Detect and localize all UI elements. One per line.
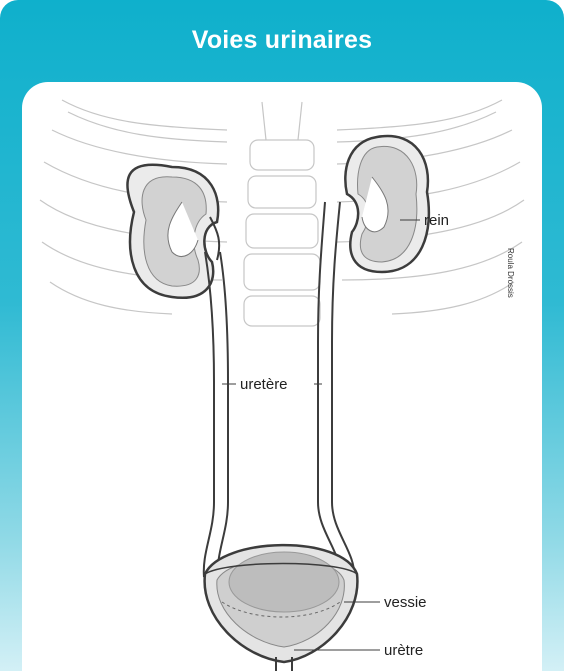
right-kidney bbox=[345, 136, 429, 272]
page-title: Voies urinaires bbox=[0, 26, 564, 55]
label-bladder: vessie bbox=[384, 594, 427, 611]
spine bbox=[244, 102, 320, 326]
urinary-tract-diagram: rein uretère vessie urètre Roula Drossis bbox=[22, 82, 542, 671]
left-kidney bbox=[127, 165, 219, 298]
bladder bbox=[205, 545, 358, 662]
rib-cage bbox=[40, 100, 524, 314]
artist-credit: Roula Drossis bbox=[506, 248, 515, 298]
diagram-panel: rein uretère vessie urètre Roula Drossis bbox=[22, 82, 542, 671]
label-ureter: uretère bbox=[240, 376, 288, 393]
label-kidney: rein bbox=[424, 212, 449, 229]
label-urethra: urètre bbox=[384, 642, 423, 659]
